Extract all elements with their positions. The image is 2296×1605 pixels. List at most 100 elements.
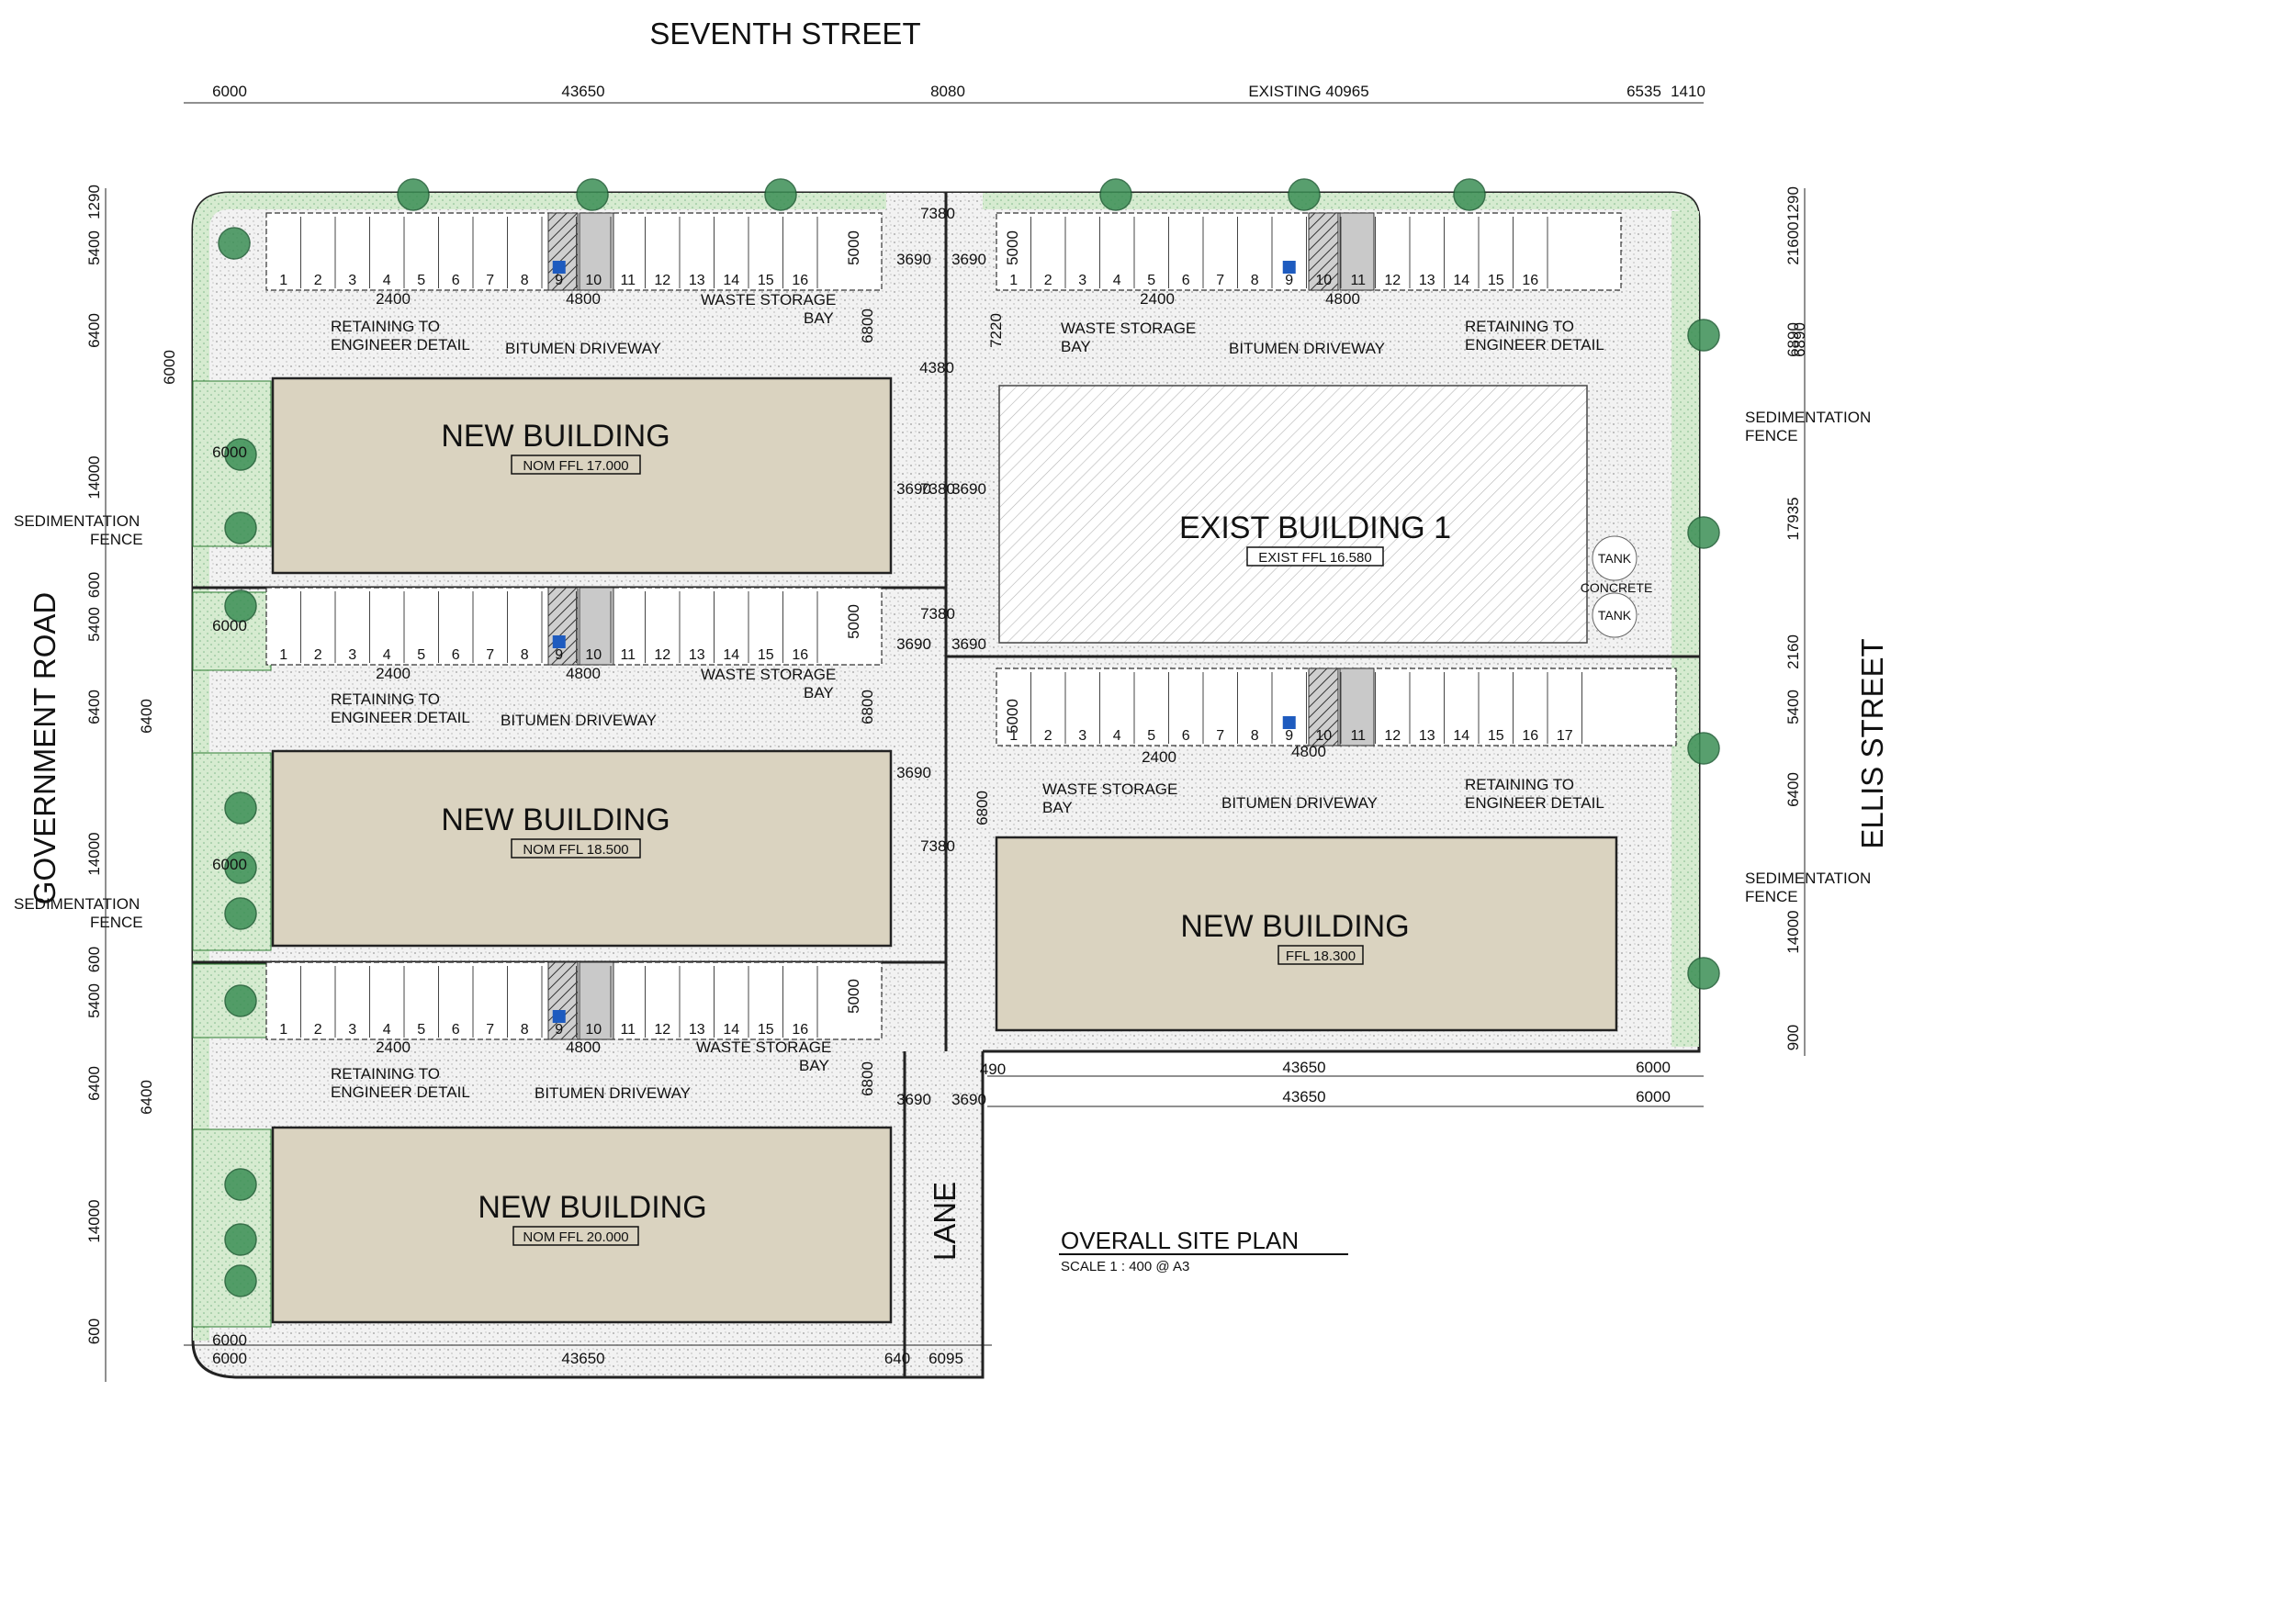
row-d-accessible-icon — [1282, 261, 1296, 274]
row-b-bay-number: 15 — [758, 647, 774, 663]
waste-2b: BAY — [1061, 338, 1091, 355]
exist-building-ffl: EXIST FFL 16.580 — [1258, 550, 1371, 566]
row-a-bay-number: 4 — [383, 273, 391, 288]
retain-2b: ENGINEER DETAIL — [1465, 336, 1604, 354]
waste-4b: BAY — [1042, 799, 1073, 816]
dim-right: 2160 — [1784, 634, 1802, 669]
row-c-bay-number: 16 — [792, 1022, 808, 1038]
tree-icon — [397, 178, 430, 211]
dim-inner: 6000 — [212, 443, 247, 461]
row-c-accessible-icon — [552, 1010, 566, 1023]
sed-2b: FENCE — [90, 914, 143, 931]
building-4-ffl: FFL 18.300 — [1286, 948, 1356, 964]
row-b-bay-number: 1 — [279, 647, 287, 663]
row-b-bay-number: 9 — [555, 647, 563, 663]
row-b-bay-number: 13 — [689, 647, 705, 663]
row-b-accessible-icon — [552, 635, 566, 648]
dim-inner: 4800 — [1325, 290, 1360, 308]
dim-inner: 6800 — [974, 791, 991, 825]
dim-inner: 5000 — [845, 979, 862, 1014]
building-2-ffl: NOM FFL 18.500 — [523, 842, 628, 858]
dim-inner: 6800 — [859, 1061, 876, 1096]
dim-inner: 3690 — [896, 251, 931, 268]
dim-inner: 2400 — [1142, 748, 1176, 766]
row-b-bay-number: 7 — [486, 647, 494, 663]
dim-inner: 3690 — [896, 1091, 931, 1108]
retain-4b: ENGINEER DETAIL — [1465, 794, 1604, 812]
sed-3b: FENCE — [1745, 427, 1798, 444]
dim-bottom-left: 6095 — [929, 1350, 963, 1367]
dim-inner: 4800 — [566, 665, 601, 682]
dim-left: 5400 — [85, 983, 103, 1018]
tree-icon — [218, 227, 251, 260]
dim-inner: 7380 — [920, 205, 955, 222]
row-d-bay-number: 1 — [1009, 273, 1018, 288]
tree-icon — [576, 178, 609, 211]
row-c-bay-number: 12 — [654, 1022, 670, 1038]
dim-inner: 490 — [980, 1061, 1006, 1078]
row-b-bay-number: 5 — [417, 647, 425, 663]
row-d-bay-number: 2 — [1044, 273, 1052, 288]
dim-left: 14000 — [85, 1199, 103, 1242]
row-d-bay-number: 3 — [1078, 273, 1086, 288]
row-b-bay-number: 3 — [348, 647, 356, 663]
tree-layer — [218, 178, 1720, 1297]
tree-icon — [1687, 957, 1720, 990]
ellis-street-label: ELLIS STREET — [1855, 638, 1889, 848]
dim-left: 5400 — [85, 230, 103, 265]
dim-inner: 3690 — [951, 480, 986, 498]
dim-right: 6890 — [1784, 322, 1802, 357]
row-c-bay-number: 9 — [555, 1022, 563, 1038]
waste-4a: WASTE STORAGE — [1042, 780, 1177, 798]
dim-bottom-right: 43650 — [1282, 1059, 1325, 1076]
tree-icon — [1687, 516, 1720, 549]
row-c-bay-number: 13 — [689, 1022, 705, 1038]
dim-left: 6400 — [85, 1066, 103, 1101]
bitumen-note-2: BITUMEN DRIVEWAY — [1229, 340, 1385, 357]
tree-icon — [224, 1223, 257, 1256]
carpark-row-b — [265, 587, 883, 666]
tree-icon — [1453, 178, 1486, 211]
row-e-bay-number: 8 — [1251, 728, 1259, 744]
row-a-bay-number: 14 — [723, 273, 739, 288]
sed-4b: FENCE — [1745, 888, 1798, 905]
row-d-bay-number: 14 — [1453, 273, 1469, 288]
row-a-accessible-icon — [552, 261, 566, 274]
row-e-bay-number: 3 — [1078, 728, 1086, 744]
building-4-name: NEW BUILDING — [1180, 909, 1409, 944]
dim-bottom-right: 6000 — [1636, 1088, 1671, 1106]
row-c-bay-number: 1 — [279, 1022, 287, 1038]
dim-inner: 6400 — [138, 699, 155, 734]
row-c-bay-number: 7 — [486, 1022, 494, 1038]
carpark-row-e — [996, 668, 1677, 746]
dim-inner: 5000 — [845, 604, 862, 639]
dim-inner: 2400 — [1140, 290, 1175, 308]
dim-top: 43650 — [561, 83, 604, 100]
tree-icon — [224, 897, 257, 930]
building-2-name: NEW BUILDING — [441, 802, 670, 837]
dim-inner: 3690 — [951, 635, 986, 653]
row-d-bay-number: 12 — [1384, 273, 1401, 288]
row-a-bay-number: 12 — [654, 273, 670, 288]
dim-right: 900 — [1784, 1025, 1802, 1050]
row-d-bay-number: 5 — [1147, 273, 1155, 288]
dim-inner: 6000 — [212, 617, 247, 634]
row-d-bay-number: 9 — [1285, 273, 1293, 288]
dim-right: 14000 — [1784, 910, 1802, 953]
tree-icon — [1687, 732, 1720, 765]
row-c-bay-number: 5 — [417, 1022, 425, 1038]
row-e-bay-number: 1 — [1009, 728, 1018, 744]
row-b-bay-number: 16 — [792, 647, 808, 663]
row-a-bay-number: 11 — [620, 273, 636, 288]
sed-3a: SEDIMENTATION — [1745, 409, 1871, 426]
waste-1a: WASTE STORAGE — [701, 291, 836, 309]
dim-inner: 7380 — [920, 480, 955, 498]
row-c-bay-number: 11 — [620, 1022, 636, 1038]
retain-1a: RETAINING TO — [331, 318, 440, 335]
tree-icon — [224, 511, 257, 544]
government-road-label: GOVERNMENT ROAD — [28, 592, 62, 904]
dim-left: 600 — [85, 947, 103, 972]
row-b-bay-number: 2 — [314, 647, 322, 663]
new-building-1 — [271, 376, 893, 575]
tree-icon — [224, 851, 257, 884]
